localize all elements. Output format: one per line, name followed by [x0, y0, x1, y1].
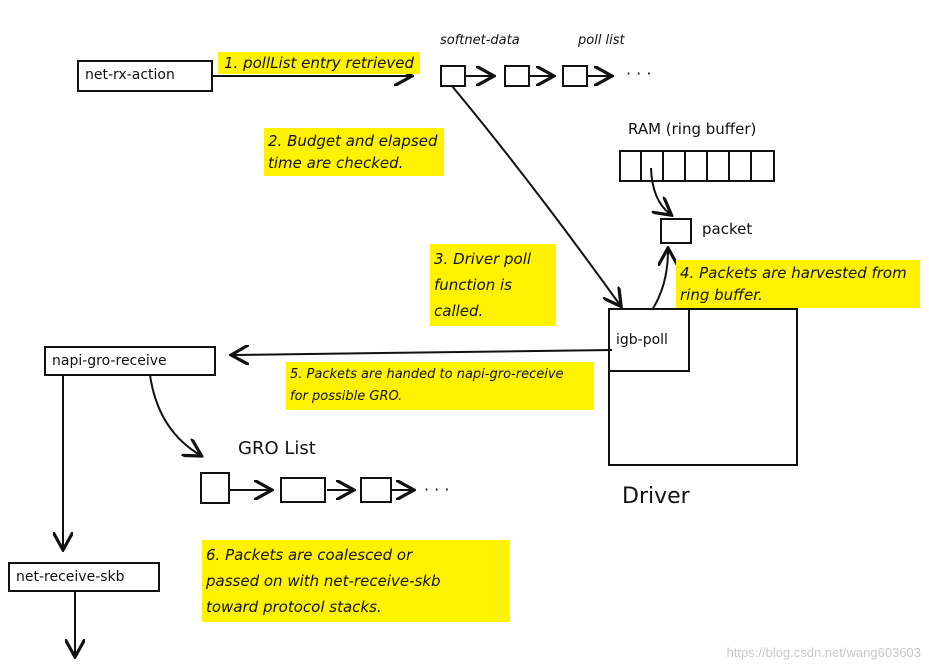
packet-box	[660, 218, 692, 244]
step-2-annotation: 2. Budget and elapsed time are checked.	[264, 128, 444, 176]
watermark: https://blog.csdn.net/wang603603	[726, 645, 921, 660]
step-5-line-2: for possible GRO.	[290, 389, 403, 404]
igb-poll-box: igb-poll	[608, 308, 690, 372]
poll-list-ellipsis: · · ·	[626, 64, 652, 83]
net-receive-skb-label: net-receive-skb	[16, 569, 125, 585]
step-3-line-1: 3. Driver poll	[434, 250, 532, 268]
softnet-data-label: softnet-data	[440, 33, 520, 48]
gro-list-entry	[280, 477, 326, 503]
napi-gro-receive-box: napi-gro-receive	[44, 346, 216, 376]
driver-box	[608, 308, 798, 466]
driver-label: Driver	[622, 484, 690, 509]
step-3-line-3: called.	[434, 302, 484, 320]
poll-list-entry	[562, 65, 588, 87]
gro-list-label: GRO List	[238, 438, 316, 459]
step-4-line-1: 4. Packets are harvested from	[680, 264, 907, 282]
packet-label: packet	[702, 220, 753, 238]
step-6-line-2: passed on with net-receive-skb	[206, 572, 441, 590]
step-3-annotation: 3. Driver poll function is called.	[430, 244, 556, 326]
step-5-line-1: 5. Packets are handed to napi-gro-receiv…	[290, 367, 564, 382]
step-6-line-1: 6. Packets are coalesced or	[206, 546, 413, 564]
step-6-line-3: toward protocol stacks.	[206, 598, 382, 616]
step-2-line-1: 2. Budget and elapsed	[268, 132, 438, 150]
igb-poll-label: igb-poll	[616, 332, 668, 348]
ring-buffer	[619, 150, 775, 182]
poll-list-entry	[440, 65, 466, 87]
step-3-line-2: function is	[434, 276, 513, 294]
gro-list-entry	[200, 472, 230, 504]
step-6-annotation: 6. Packets are coalesced or passed on wi…	[202, 540, 510, 622]
net-rx-action-label: net-rx-action	[85, 67, 175, 83]
step-4-annotation: 4. Packets are harvested from ring buffe…	[676, 260, 920, 308]
net-receive-skb-box: net-receive-skb	[8, 562, 160, 592]
poll-list-label: poll list	[578, 33, 625, 48]
net-rx-action-box: net-rx-action	[77, 60, 213, 92]
napi-gro-receive-label: napi-gro-receive	[52, 353, 167, 369]
step-2-line-2: time are checked.	[268, 154, 404, 172]
step-5-annotation: 5. Packets are handed to napi-gro-receiv…	[286, 362, 594, 410]
step-1-annotation: 1. pollList entry retrieved	[218, 52, 420, 74]
poll-list-entry	[504, 65, 530, 87]
gro-list-ellipsis: · · ·	[424, 480, 450, 499]
gro-list-entry	[360, 477, 392, 503]
ram-ring-buffer-label: RAM (ring buffer)	[628, 120, 757, 138]
step-4-line-2: ring buffer.	[680, 286, 763, 304]
